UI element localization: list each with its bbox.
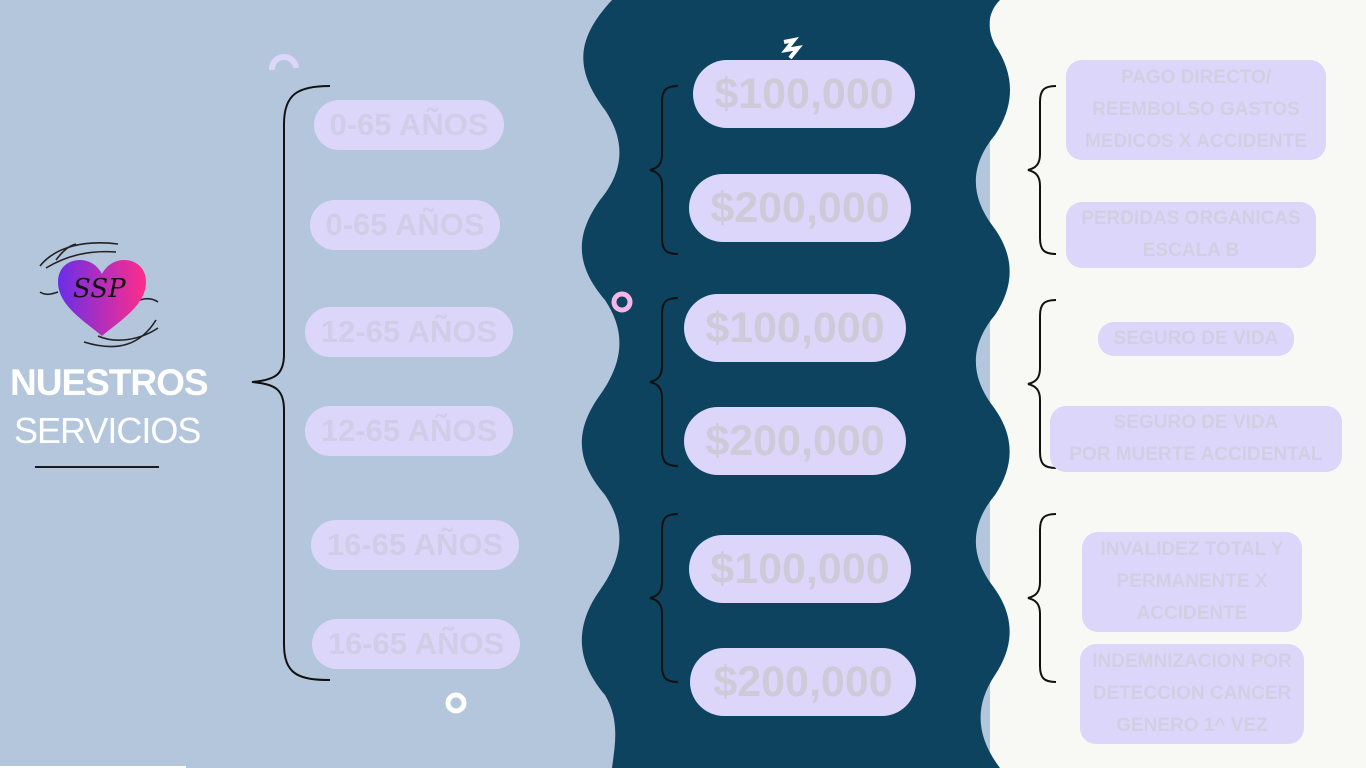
arc-decoration [268,54,299,71]
amount-pill: $100,000 [689,535,911,603]
age-pill: 0-65 AÑOS [310,200,500,250]
ring-decoration [611,291,633,313]
amount-pill: $100,000 [684,294,906,362]
ssp-logo-icon [39,242,159,348]
age-pill: 12-65 AÑOS [305,307,513,357]
age-pill: 16-65 AÑOS [311,520,519,570]
large-bracket [251,85,331,681]
amount-pill: $200,000 [690,648,916,716]
service-pill: SEGURO DE VIDA [1098,322,1294,356]
ring-decoration-2 [445,692,467,714]
amount-pill: $100,000 [693,60,915,128]
age-pill: 0-65 AÑOS [314,100,504,150]
heading-line-2: SERVICIOS [14,410,201,451]
zigzag-decoration [781,36,803,60]
amount-pill: $200,000 [689,174,911,242]
bottom-divider [0,766,186,768]
bracket-service-2 [1027,299,1057,469]
bracket-amount-3 [649,513,679,683]
age-pill: 16-65 AÑOS [312,619,520,669]
bracket-amount-1 [649,85,679,255]
age-pill: 12-65 AÑOS [305,406,513,456]
heading-divider [35,466,159,468]
heading-line-1: NUESTROS [10,362,209,403]
bracket-service-1 [1027,85,1057,255]
bracket-service-3 [1027,513,1057,683]
bracket-amount-2 [649,297,679,467]
amount-pill: $200,000 [684,407,906,475]
logo-text: SSP [73,274,126,304]
